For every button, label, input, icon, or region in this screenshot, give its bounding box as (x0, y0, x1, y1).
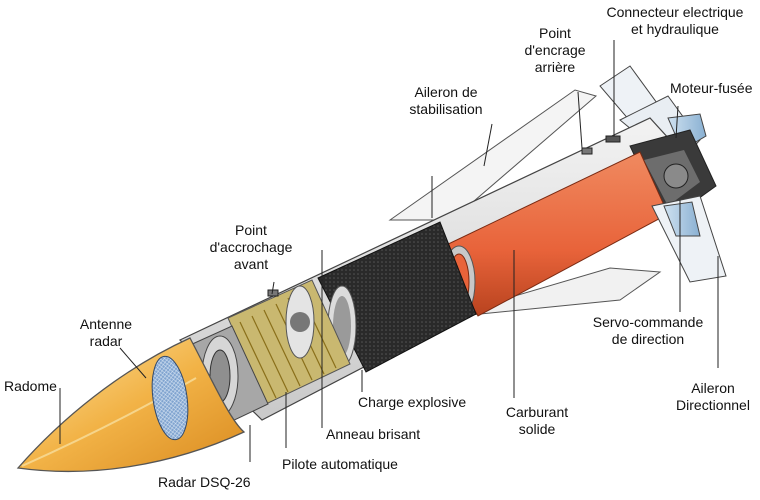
directional-fins (651, 195, 727, 283)
attachment-points (267, 135, 621, 297)
label-carburant-solide: Carburant solide (505, 404, 569, 437)
label-point-accrochage-avant: Point d'accrochage avant (209, 222, 293, 272)
label-radome: Radome (4, 378, 57, 394)
label-servo-commande: Servo-commande de direction (592, 314, 704, 347)
leader-lines (59, 40, 719, 462)
radome (16, 337, 246, 473)
antenna-dish (151, 355, 189, 441)
label-pilote-automatique: Pilote automatique (282, 456, 398, 472)
label-point-encrage-arriere: Point d'encrage arrière (524, 25, 586, 75)
label-connecteur: Connecteur electrique et hydraulique (606, 4, 744, 37)
label-moteur-fusee: Moteur-fusée (670, 80, 753, 96)
label-charge-explosive: Charge explosive (358, 394, 467, 410)
label-aileron-stabilisation: Aileron de stabilisation (409, 84, 483, 117)
label-aileron-directionnel: Aileron Directionnel (676, 380, 750, 413)
label-antenne-radar: Antenne radar (79, 316, 133, 349)
label-radar-dsq26: Radar DSQ-26 (158, 474, 251, 490)
label-anneau-brisant: Anneau brisant (326, 426, 421, 442)
